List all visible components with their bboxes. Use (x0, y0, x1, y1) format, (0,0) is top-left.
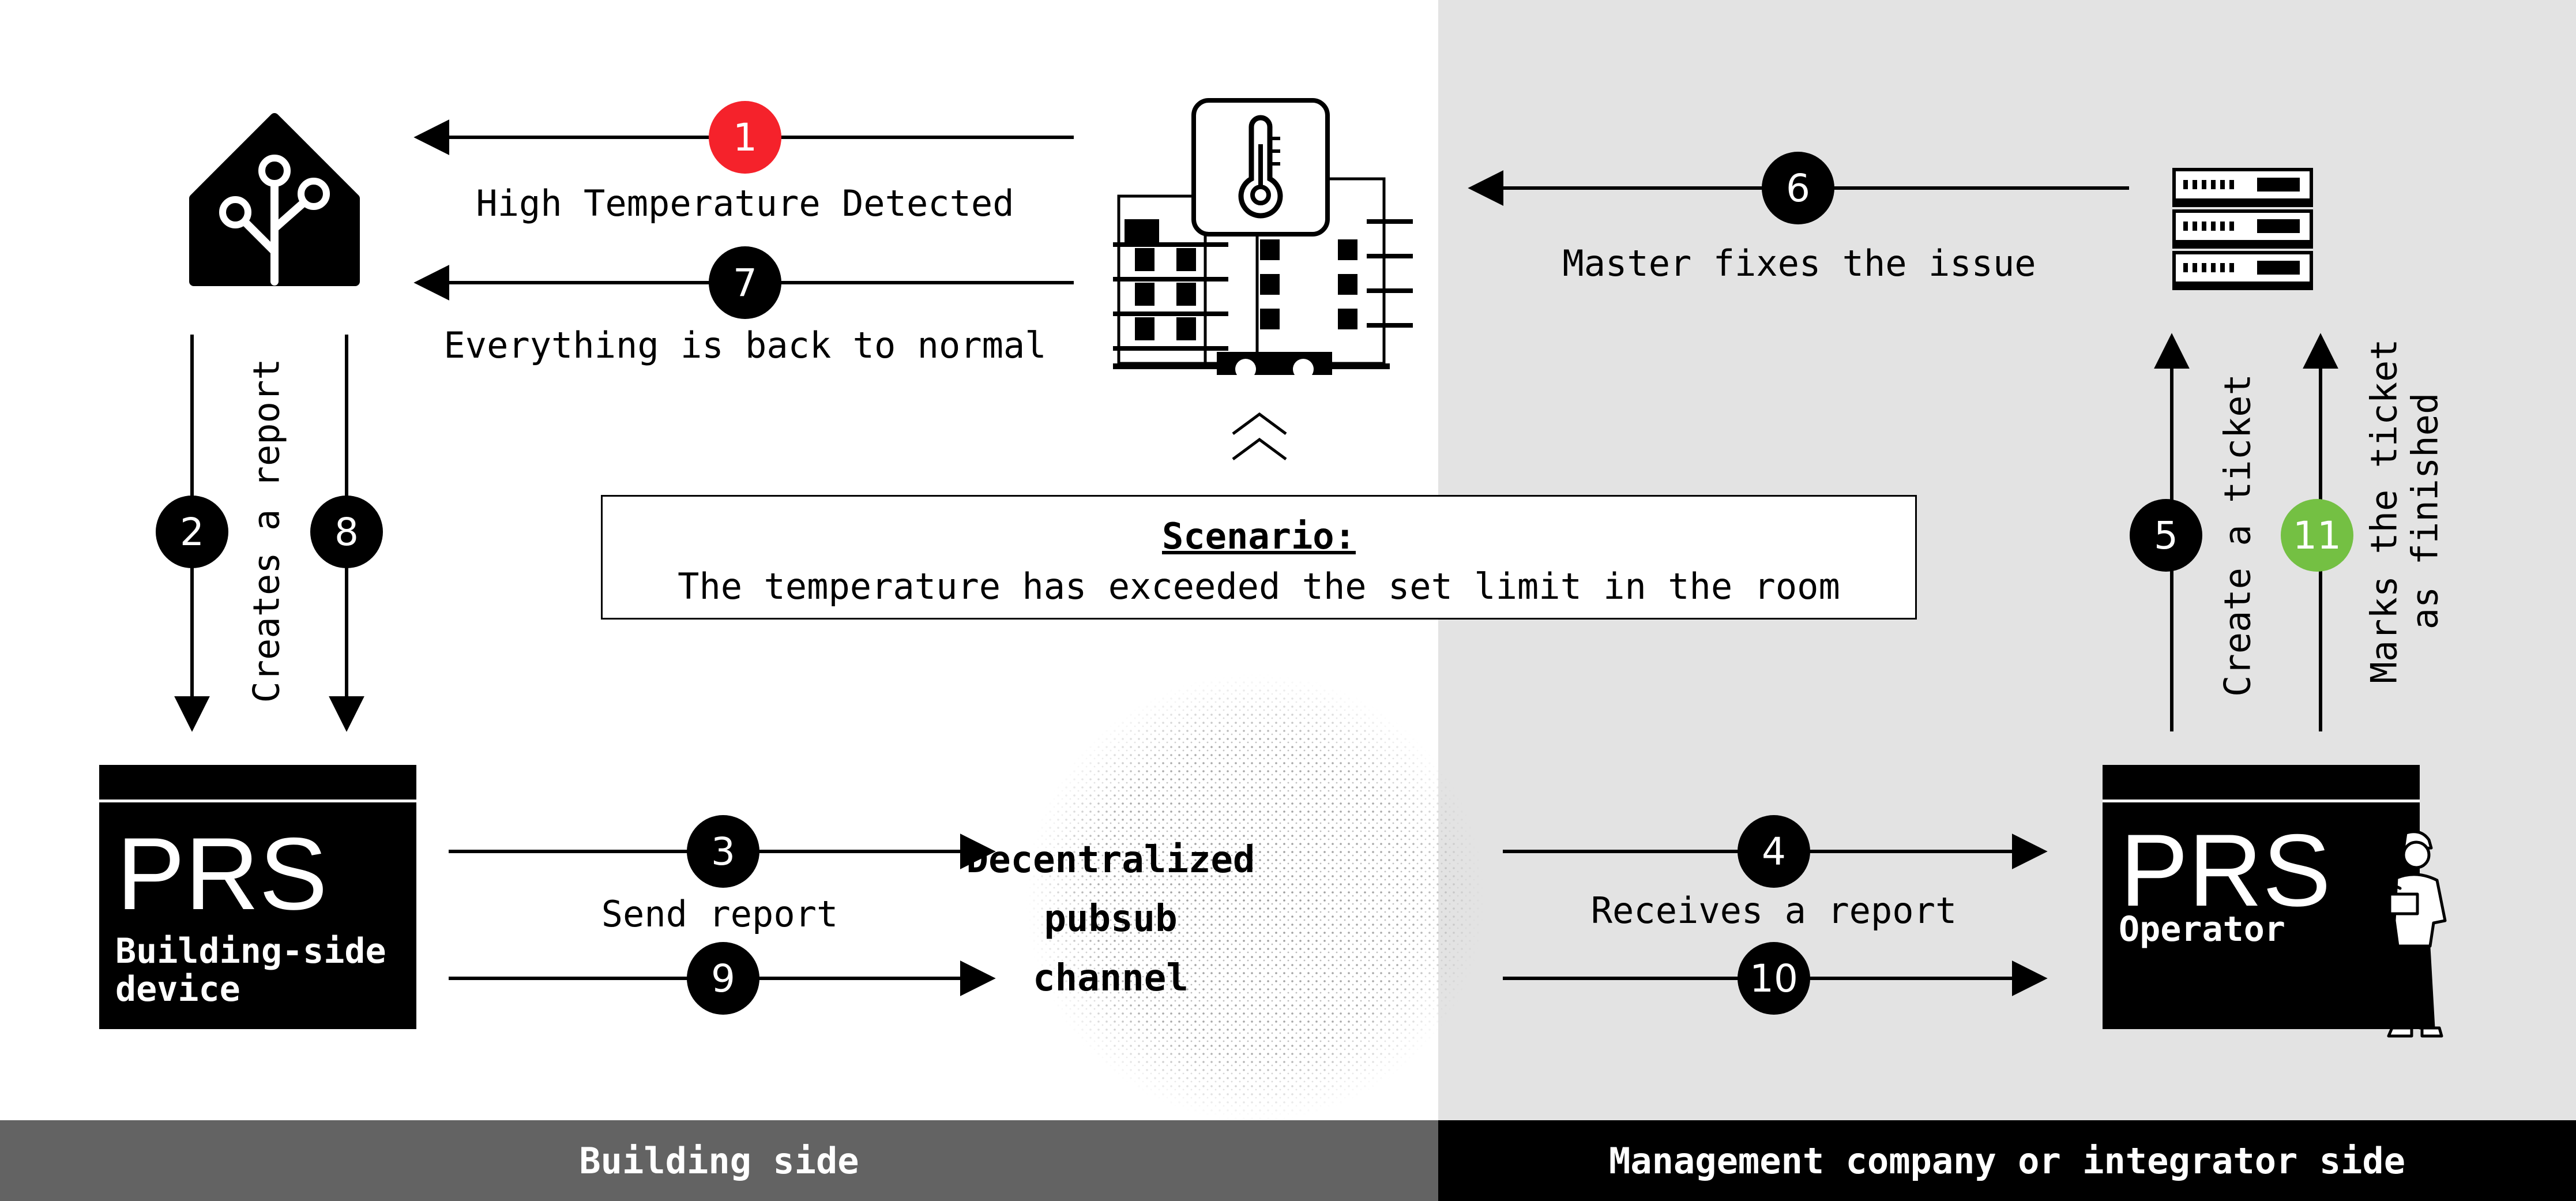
step-11-badge: 11 (2281, 499, 2353, 572)
label-master-fixes: Master fixes the issue (1562, 242, 2036, 284)
scenario-box: Scenario: The temperature has exceeded t… (601, 495, 1917, 620)
arrowhead-step-4 (2012, 834, 2048, 869)
label-receives-report: Receives a report (1590, 890, 1957, 932)
server-rack-icon (2172, 168, 2313, 290)
prs-building-subtitle-line-1: Building-side (115, 931, 386, 971)
thermometer-icon (1191, 98, 1330, 237)
prs-building-divider (99, 800, 416, 802)
step-8-badge: 8 (310, 496, 383, 568)
arrowhead-step-8 (329, 696, 364, 732)
pubsub-channel-label: Decentralized pubsub channel (967, 831, 1255, 1008)
pubsub-line-1: Decentralized (966, 839, 1255, 881)
prs-building-device: PRS Building-side device (99, 765, 416, 1029)
prs-building-title: PRS (116, 816, 328, 931)
arrowhead-step-5 (2154, 333, 2190, 369)
step-4-badge: 4 (1738, 815, 1810, 888)
arrowhead-step-11 (2303, 333, 2338, 369)
arrowhead-step-7 (413, 265, 449, 301)
arrowhead-step-10 (2012, 960, 2048, 996)
step-7-badge: 7 (709, 246, 781, 319)
prs-operator-title: PRS (2120, 813, 2331, 928)
footer-management-side: Management company or integrator side (1438, 1120, 2576, 1201)
arrowhead-step-6 (1468, 170, 1503, 206)
prs-building-subtitle: Building-side device (115, 932, 386, 1008)
pubsub-cloud-icon (1024, 673, 1486, 1123)
step-3-badge: 3 (687, 815, 759, 888)
step-9-badge: 9 (687, 942, 759, 1015)
step-5-badge: 5 (2130, 499, 2202, 572)
step-2-badge: 2 (156, 496, 228, 568)
arrowhead-step-2 (174, 696, 210, 732)
label-marks-finished-line-1: Marks the ticket (2363, 339, 2405, 684)
prs-operator-subtitle: Operator (2119, 909, 2285, 949)
label-create-ticket: Create a ticket (2216, 374, 2259, 697)
double-chevron-up-icon (1232, 412, 1287, 461)
footer-building-side: Building side (0, 1120, 1438, 1201)
arrowhead-step-1 (413, 119, 449, 155)
step-1-badge: 1 (709, 101, 781, 174)
arrowhead-step-3 (960, 834, 996, 869)
prs-building-subtitle-line-2: device (115, 969, 240, 1009)
pubsub-line-2: pubsub (1044, 898, 1178, 941)
label-send-report: Send report (601, 893, 838, 935)
prs-operator: PRS Operator (2103, 765, 2420, 1029)
scenario-text: The temperature has exceeded the set lim… (678, 565, 1840, 607)
label-marks-finished: Marks the ticket as finished (2363, 339, 2446, 684)
scenario-title: Scenario: (1162, 515, 1356, 557)
step-10-badge: 10 (1738, 942, 1810, 1015)
label-marks-finished-line-2: as finished (2404, 392, 2446, 630)
home-assistant-icon (189, 113, 360, 286)
pubsub-line-3: channel (1033, 956, 1189, 1000)
prs-operator-divider (2103, 800, 2420, 802)
label-creates-report: Creates a report (245, 358, 288, 703)
label-back-to-normal: Everything is back to normal (443, 324, 1047, 366)
step-6-badge: 6 (1762, 152, 1834, 224)
label-high-temperature: High Temperature Detected (476, 182, 1014, 224)
operator-person-icon (2353, 830, 2447, 1038)
arrowhead-step-9 (960, 960, 996, 996)
